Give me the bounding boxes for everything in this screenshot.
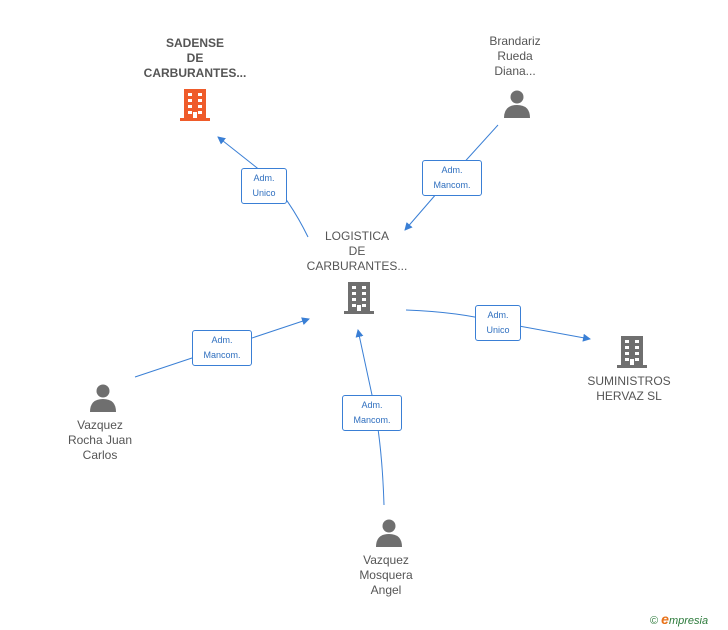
relation-badge-adm-mancom-brandariz: Adm. Mancom. [422,160,482,196]
empresia-brand: © empresia [650,611,708,627]
brand-logo-e: e [661,611,669,627]
brandariz-label[interactable]: Brandariz Rueda Diana... [489,34,541,78]
vazquez-rocha-person-icon [90,384,116,412]
suministros-building-icon [617,336,647,368]
suministros-label[interactable]: SUMINISTROS HERVAZ SL [587,374,671,403]
vazquez-rocha-label[interactable]: Vazquez Rocha Juan Carlos [67,418,133,462]
brandariz-person-icon [504,90,530,118]
sadense-label[interactable]: SADENSE DE CARBURANTES... [143,36,247,80]
relation-badge-adm-unico-suministros: Adm. Unico [475,305,521,341]
brand-logo-text: mpresia [668,615,709,627]
sadense-building-icon [180,89,210,121]
relation-badge-adm-unico-sadense: Adm. Unico [241,168,287,204]
vazquez-mosquera-label[interactable]: Vazquez Mosquera Angel [359,553,413,597]
logistica-building-icon [344,282,374,314]
copyright-symbol: © [650,615,659,627]
relation-badge-adm-mancom-vazquez-rocha: Adm. Mancom. [192,330,252,366]
logistica-label[interactable]: LOGISTICA DE CARBURANTES... [306,229,408,273]
vazquez-mosquera-person-icon [376,519,402,547]
relation-badge-adm-mancom-vazquez-mosquera: Adm. Mancom. [342,395,402,431]
